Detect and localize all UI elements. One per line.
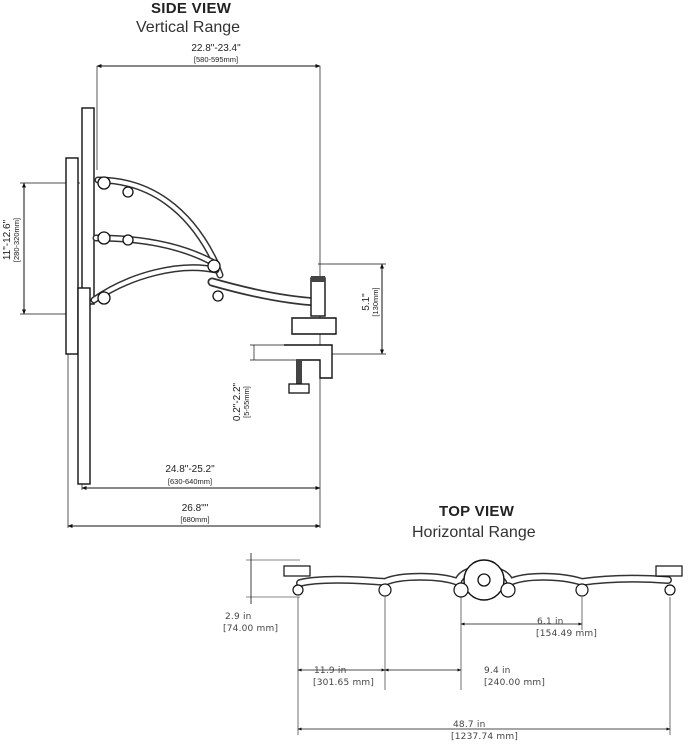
monitor-middle xyxy=(65,157,79,355)
top-dim-depth-mm: [74.00 mm] xyxy=(223,624,279,634)
pole xyxy=(310,277,326,317)
side-view-title: SIDE VIEW xyxy=(151,0,232,17)
top-view-title: TOP VIEW xyxy=(439,503,515,520)
top-mount-right xyxy=(655,565,683,577)
dim-reach-mm: [630-640mm] xyxy=(167,477,213,486)
dim-total-mm: [680mm] xyxy=(180,515,210,524)
top-dim-arm2-mm: [240.00 mm] xyxy=(484,678,546,688)
side-view-diagram xyxy=(20,64,386,528)
monitor-bottom xyxy=(77,287,91,485)
desk-clamp xyxy=(284,344,333,379)
top-dim-depth-label: 2.9 in xyxy=(225,612,252,622)
dim-top-label: 22.8"-23.4" xyxy=(191,43,241,54)
dim-pole-mm: [130mm] xyxy=(371,287,380,317)
dim-top-mm: [580-595mm] xyxy=(193,55,239,64)
top-dim-arm1-label: 11.9 in xyxy=(314,666,347,676)
dim-total-label: 26.8"" xyxy=(181,503,209,514)
top-dim-center-mm: [154.49 mm] xyxy=(536,629,598,639)
top-view-subtitle: Horizontal Range xyxy=(412,524,536,541)
top-dim-arm2-label: 9.4 in xyxy=(484,666,511,676)
top-dim-center-label: 6.1 in xyxy=(537,617,564,627)
top-dim-arm1-mm: [301.65 mm] xyxy=(313,678,375,688)
monitor-top xyxy=(81,107,95,305)
dim-height-mm: [280-320mm] xyxy=(12,217,21,263)
side-view-subtitle: Vertical Range xyxy=(136,19,241,36)
top-mount-left xyxy=(283,565,311,577)
top-dim-span-label: 48.7 in xyxy=(453,720,486,730)
top-view-diagram xyxy=(246,553,683,735)
top-dim-span-mm: [1237.74 mm] xyxy=(451,732,519,742)
dim-reach-label: 24.8"-25.2" xyxy=(165,464,215,475)
dim-clamp-mm: [5-55mm] xyxy=(242,386,251,418)
